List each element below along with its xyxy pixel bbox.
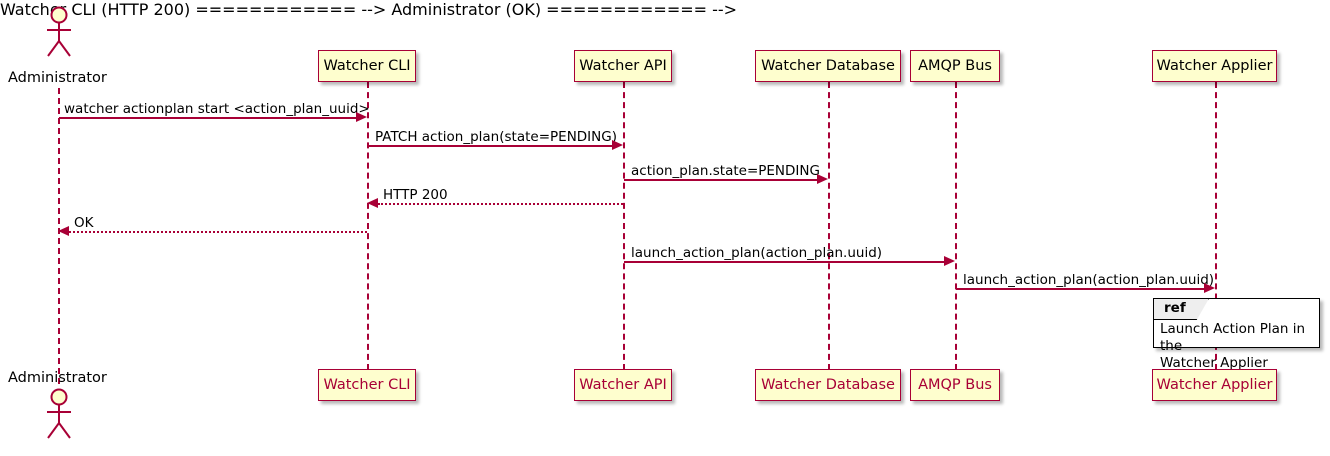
message-arrowhead-7 xyxy=(1204,283,1215,293)
message-label-6: launch_action_plan(action_plan.uuid) xyxy=(631,245,883,261)
participant-label: AMQP Bus xyxy=(918,57,992,74)
message-label-1: watcher actionplan start <action_plan_uu… xyxy=(64,101,370,117)
ref-fragment-keyword-tab: ref xyxy=(1154,299,1209,320)
actor-administrator-top xyxy=(39,4,79,60)
message-line-7 xyxy=(956,288,1204,290)
ref-fragment-line1: Launch Action Plan in the xyxy=(1160,321,1306,354)
participant-label: AMQP Bus xyxy=(918,376,992,393)
participant-watcher-database-top[interactable]: Watcher Database xyxy=(755,50,901,82)
participant-watcher-api-top[interactable]: Watcher API xyxy=(574,50,672,82)
participant-label: Watcher CLI xyxy=(323,376,411,393)
message-label-4: HTTP 200 xyxy=(383,187,448,203)
participant-label: Watcher Applier xyxy=(1156,57,1273,74)
message-line-1 xyxy=(59,117,356,119)
message-arrowhead-2 xyxy=(612,140,623,150)
ref-fragment-body: Launch Action Plan in the Watcher Applie… xyxy=(1160,321,1315,372)
lifeline-amqp-bus xyxy=(955,82,957,370)
actor-icon xyxy=(47,6,71,57)
participant-label: Watcher Applier xyxy=(1156,376,1273,393)
participant-label: Watcher CLI xyxy=(323,57,411,74)
participant-watcher-applier-bottom[interactable]: Watcher Applier xyxy=(1152,369,1277,401)
participant-watcher-database-bottom[interactable]: Watcher Database xyxy=(755,369,901,401)
participant-amqp-bus-top[interactable]: AMQP Bus xyxy=(910,50,1000,82)
actor-label-administrator-bottom: Administrator xyxy=(8,370,107,386)
lifeline-watcher-cli xyxy=(367,82,369,370)
message-line-5 xyxy=(69,231,367,233)
ref-fragment-line2: Watcher Applier xyxy=(1160,354,1268,371)
participant-label: Watcher Database xyxy=(761,57,895,74)
message-label-2: PATCH action_plan(state=PENDING) xyxy=(375,129,617,145)
message-arrowhead-5 xyxy=(58,226,69,236)
actor-administrator-bottom xyxy=(39,386,79,442)
participant-label: Watcher Database xyxy=(761,376,895,393)
participant-watcher-cli-top[interactable]: Watcher CLI xyxy=(318,50,416,82)
ref-fragment: ref Launch Action Plan in the Watcher Ap… xyxy=(1153,298,1320,371)
ref-fragment-keyword: ref xyxy=(1164,300,1186,317)
actor-icon xyxy=(47,388,71,439)
participant-watcher-api-bottom[interactable]: Watcher API xyxy=(574,369,672,401)
message-label-5: OK xyxy=(74,215,94,231)
message-label-3: action_plan.state=PENDING xyxy=(631,163,820,179)
lifeline-watcher-database xyxy=(828,82,830,370)
message-arrowhead-3 xyxy=(817,174,828,184)
participant-amqp-bus-bottom[interactable]: AMQP Bus xyxy=(910,369,1000,401)
message-line-6 xyxy=(624,261,944,263)
message-line-4 xyxy=(378,203,623,205)
message-arrowhead-4 xyxy=(367,198,378,208)
message-arrowhead-6 xyxy=(944,256,955,266)
message-arrowhead-1 xyxy=(356,112,367,122)
participant-label: Watcher API xyxy=(579,376,667,393)
lifeline-watcher-api xyxy=(623,82,625,370)
lifeline-administrator xyxy=(58,88,60,384)
lifeline-watcher-applier xyxy=(1215,82,1217,370)
participant-watcher-cli-bottom[interactable]: Watcher CLI xyxy=(318,369,416,401)
participant-label: Watcher API xyxy=(579,57,667,74)
participant-watcher-applier-top[interactable]: Watcher Applier xyxy=(1152,50,1277,82)
actor-label-administrator-top: Administrator xyxy=(8,70,107,86)
message-line-3 xyxy=(624,179,817,181)
message-label-7: launch_action_plan(action_plan.uuid) xyxy=(963,272,1215,288)
message-line-2 xyxy=(368,145,612,147)
